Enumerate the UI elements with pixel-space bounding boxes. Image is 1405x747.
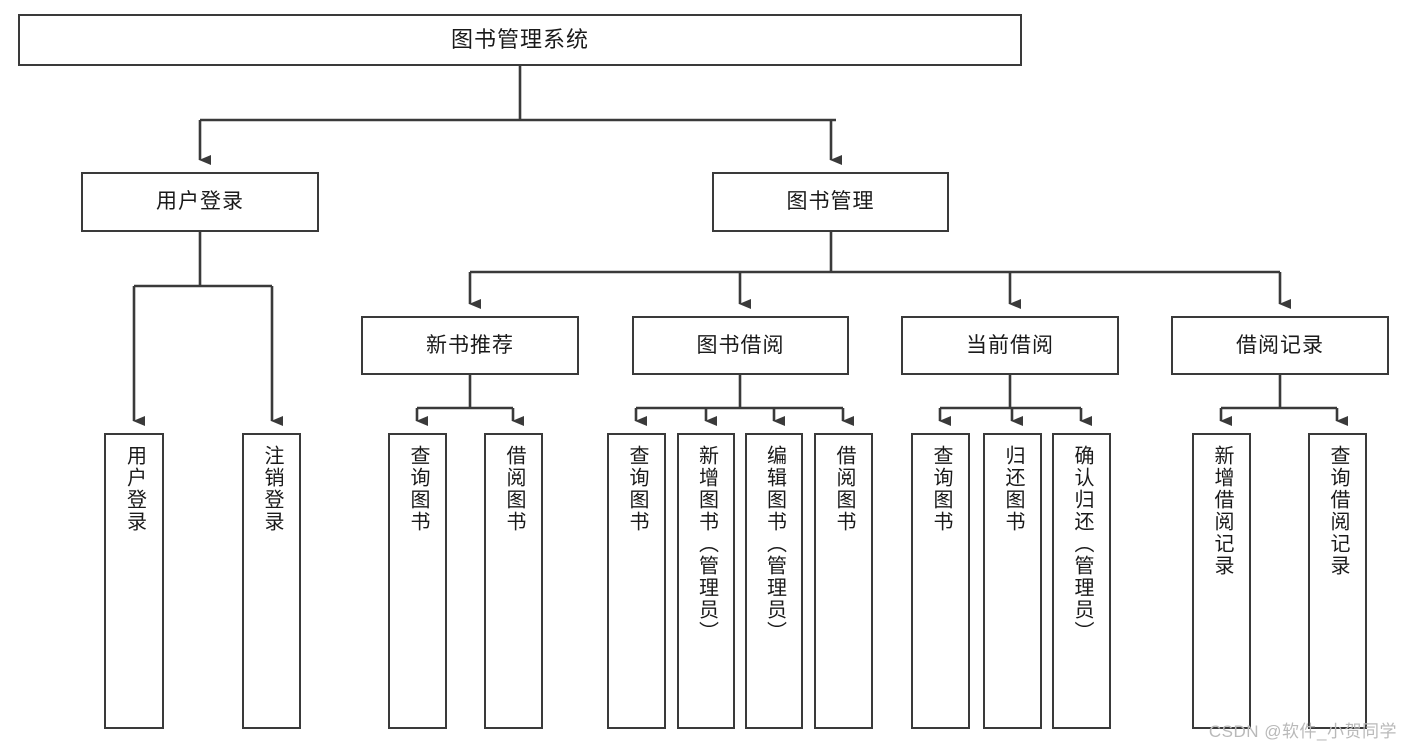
node-book-borrow-label: 图书借阅 [696,333,785,357]
node-current-borrow-label: 当前借阅 [966,333,1054,357]
node-current-borrow[interactable]: 当前借阅 [901,316,1119,375]
node-leaf-edit-book[interactable]: 编辑图书（管理员） [745,433,803,729]
node-root[interactable]: 图书管理系统 [18,14,1022,66]
node-leaf-query-record-label: 查询借阅记录 [1327,445,1349,577]
node-book-manage-label: 图书管理 [786,190,875,214]
node-leaf-query-book-1[interactable]: 查询图书 [388,433,447,729]
node-book-borrow[interactable]: 图书借阅 [632,316,849,375]
node-leaf-return-book-label: 归还图书 [1002,445,1024,533]
node-leaf-query-book-2[interactable]: 查询图书 [607,433,666,729]
node-leaf-query-book-2-label: 查询图书 [626,445,648,533]
node-leaf-user-logout[interactable]: 注销登录 [242,433,301,729]
node-leaf-query-book-1-label: 查询图书 [407,445,429,533]
node-leaf-borrow-book-2-label: 借阅图书 [833,445,855,533]
node-book-manage[interactable]: 图书管理 [712,172,949,232]
node-leaf-confirm-return-label: 确认归还（管理员） [1071,445,1093,643]
node-leaf-query-record[interactable]: 查询借阅记录 [1308,433,1367,729]
node-leaf-borrow-book-2[interactable]: 借阅图书 [814,433,873,729]
node-leaf-add-record[interactable]: 新增借阅记录 [1192,433,1251,729]
node-leaf-return-book[interactable]: 归还图书 [983,433,1042,729]
node-leaf-query-book-3-label: 查询图书 [930,445,952,533]
node-user-login[interactable]: 用户登录 [81,172,319,232]
node-leaf-user-logout-label: 注销登录 [261,445,283,533]
node-leaf-user-login-label: 用户登录 [123,445,146,533]
node-new-book-rec-label: 新书推荐 [426,333,514,357]
csdn-watermark: CSDN @软件_小贺同学 [1208,722,1397,741]
node-borrow-record[interactable]: 借阅记录 [1171,316,1389,375]
node-leaf-add-book[interactable]: 新增图书（管理员） [677,433,735,729]
node-root-label: 图书管理系统 [450,26,589,52]
node-borrow-record-label: 借阅记录 [1236,333,1324,357]
node-leaf-add-book-label: 新增图书（管理员） [695,445,718,643]
node-leaf-add-record-label: 新增借阅记录 [1211,445,1233,577]
node-leaf-query-book-3[interactable]: 查询图书 [911,433,970,729]
node-new-book-rec[interactable]: 新书推荐 [361,316,579,375]
node-leaf-confirm-return[interactable]: 确认归还（管理员） [1052,433,1111,729]
node-user-login-label: 用户登录 [156,190,244,214]
node-leaf-user-login[interactable]: 用户登录 [104,433,164,729]
node-leaf-edit-book-label: 编辑图书（管理员） [763,445,786,643]
node-leaf-borrow-book-1-label: 借阅图书 [503,445,525,533]
node-leaf-borrow-book-1[interactable]: 借阅图书 [484,433,543,729]
